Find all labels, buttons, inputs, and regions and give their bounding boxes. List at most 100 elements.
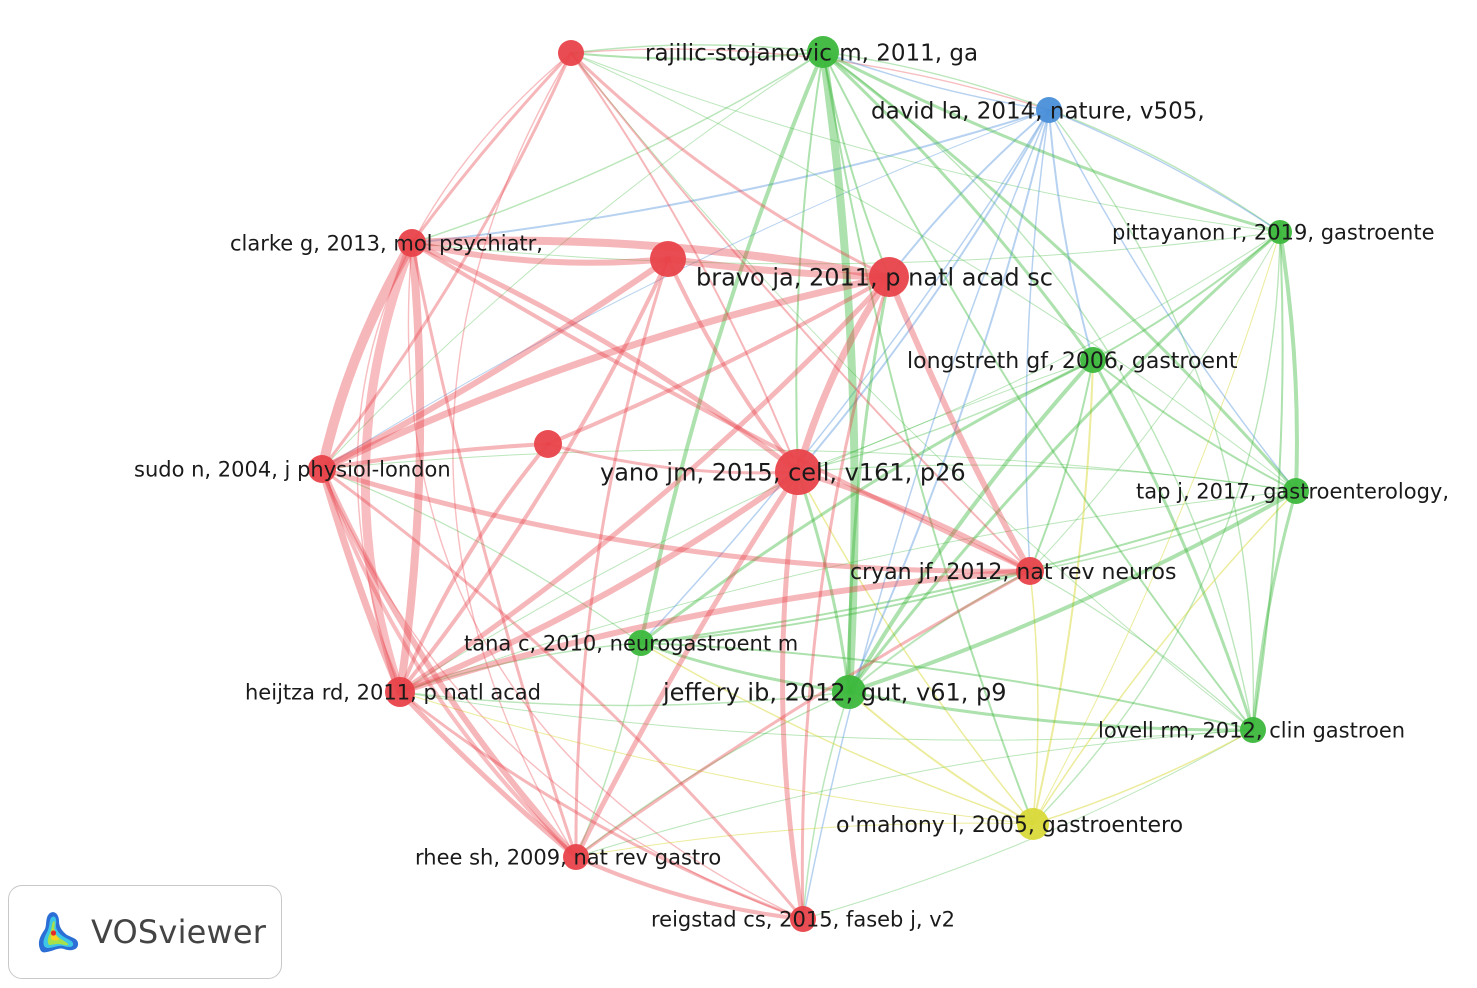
network-link — [575, 729, 1254, 858]
network-link — [570, 52, 1281, 233]
network-node-heijtza[interactable] — [385, 677, 415, 707]
network-node-yano[interactable] — [775, 449, 821, 495]
network-node-clarke[interactable] — [398, 229, 426, 257]
network-link — [819, 48, 859, 696]
network-link — [822, 51, 890, 278]
network-link — [570, 52, 1031, 572]
network-link — [639, 358, 1095, 645]
network-link — [1029, 490, 1297, 572]
network-link — [1029, 570, 1254, 731]
network-link — [399, 691, 1254, 741]
network-link — [409, 240, 801, 475]
network-link — [320, 51, 573, 471]
network-link — [452, 52, 577, 858]
network-link — [319, 466, 1033, 574]
node-label-sudo: sudo n, 2004, j physiol-london — [134, 458, 451, 482]
network-link — [410, 241, 578, 859]
vosviewer-logo-text: VOSviewer — [91, 913, 267, 951]
network-node-tap[interactable] — [1283, 478, 1309, 504]
network-link — [546, 442, 800, 475]
network-node-tana[interactable] — [628, 630, 654, 656]
network-link — [321, 449, 1297, 492]
node-label-jeffery: jeffery ib, 2012, gut, v61, p9 — [662, 679, 1007, 707]
network-link — [822, 51, 1254, 731]
network-node-david[interactable] — [1036, 97, 1062, 123]
network-link — [398, 442, 550, 694]
network-node-rajilic[interactable] — [807, 36, 839, 68]
network-link — [666, 257, 800, 474]
network-node-unlabeled_mid[interactable] — [650, 241, 686, 277]
network-link — [1025, 109, 1050, 572]
network-link — [794, 273, 893, 476]
network-link — [573, 469, 801, 860]
network-link — [398, 257, 670, 694]
network-link — [1048, 109, 1297, 492]
network-link — [1032, 729, 1254, 825]
network-link — [821, 50, 1095, 362]
network-link — [570, 52, 799, 473]
network-link — [1029, 359, 1094, 572]
network-link — [317, 238, 417, 474]
node-label-reigstad: reigstad cs, 2015, faseb j, v2 — [651, 908, 955, 932]
network-link — [1092, 231, 1281, 361]
network-link — [802, 691, 850, 920]
network-link — [319, 466, 579, 860]
network-link — [399, 691, 850, 707]
network-link — [1048, 109, 1094, 361]
network-link — [847, 489, 1298, 694]
network-link — [318, 273, 893, 473]
network-node-unlabeled_center[interactable] — [534, 430, 562, 458]
network-link — [822, 51, 1034, 825]
network-link — [320, 467, 805, 921]
network-link — [574, 855, 805, 921]
network-edges — [317, 44, 1299, 922]
network-link — [356, 52, 572, 693]
network-link — [847, 230, 1282, 694]
node-label-rhee: rhee sh, 2009, nat rev gastro — [415, 846, 721, 870]
network-link — [570, 51, 824, 60]
network-link — [821, 50, 1298, 493]
network-link — [1032, 231, 1281, 825]
network-link — [640, 109, 1050, 644]
network-link — [570, 52, 1254, 731]
network-link — [320, 467, 578, 859]
network-node-omahony[interactable] — [1017, 808, 1049, 840]
network-link — [575, 822, 1034, 858]
network-link — [1029, 570, 1039, 825]
network-link — [1092, 359, 1297, 492]
network-link — [640, 570, 1031, 644]
network-link — [570, 52, 1297, 492]
network-link — [318, 465, 404, 696]
node-label-heijtza: heijtza rd, 2011, p natl acad — [245, 681, 541, 705]
network-node-sudo[interactable] — [308, 455, 336, 483]
network-link — [397, 469, 801, 695]
network-link — [1252, 231, 1284, 731]
network-link — [1091, 358, 1255, 732]
network-link — [640, 642, 1254, 731]
network-node-bravo[interactable] — [869, 257, 909, 297]
network-link — [407, 242, 804, 920]
network-link — [664, 255, 893, 281]
network-node-reigstad[interactable] — [790, 906, 816, 932]
network-link — [360, 238, 417, 697]
network-link — [408, 236, 893, 281]
network-node-cryan[interactable] — [1016, 557, 1044, 585]
network-link — [800, 275, 891, 921]
network-node-lovell[interactable] — [1240, 717, 1266, 743]
network-link — [1029, 231, 1281, 572]
network-node-longstreth[interactable] — [1080, 347, 1106, 373]
network-link — [1278, 230, 1299, 493]
network-link — [795, 469, 1033, 574]
network-link — [411, 231, 1281, 265]
network-link — [1032, 359, 1094, 825]
network-link — [797, 231, 1281, 473]
network-node-pittayanon[interactable] — [1268, 220, 1292, 244]
network-node-unlabeled_top[interactable] — [558, 40, 584, 66]
network-node-rhee[interactable] — [563, 844, 589, 870]
network-link — [822, 51, 1050, 111]
network-link — [848, 691, 1034, 825]
network-node-jeffery[interactable] — [832, 675, 866, 709]
network-link — [640, 490, 1297, 644]
